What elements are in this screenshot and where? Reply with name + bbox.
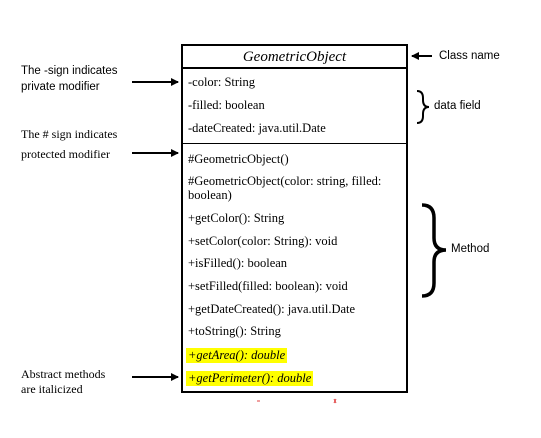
field-date-created: -dateCreated: java.util.Date: [188, 121, 326, 135]
method-to-string: +toString(): String: [188, 324, 281, 338]
method-is-filled: +isFilled(): boolean: [188, 256, 288, 270]
field-color: -color: String: [188, 75, 256, 89]
red-mark: [333, 398, 337, 404]
abstract-note-line-2: are italicized: [21, 382, 83, 396]
method-get-color: +getColor(): String: [188, 211, 285, 225]
field-filled: -filled: boolean: [188, 98, 265, 112]
class-name: GeometricObject: [183, 46, 406, 69]
private-note-line-1: The -sign indicates: [21, 65, 118, 77]
red-mark: [333, 398, 337, 404]
method-constructor-default: #GeometricObject(): [188, 152, 289, 166]
method-constructor-args-text: #GeometricObject(color: string, filled: …: [188, 174, 382, 202]
method-get-perimeter: +getPerimeter(): double: [186, 371, 314, 386]
abstract-methods-note: Abstract methods are italicized: [21, 367, 105, 397]
methods-compartment: #GeometricObject() #GeometricObject(colo…: [183, 144, 406, 391]
data-field-brace: [416, 90, 430, 124]
abstract-note-line-1: Abstract methods: [21, 367, 106, 381]
private-note-line-2: private modifier: [21, 81, 100, 93]
method-set-color: +setColor(color: String): void: [188, 234, 338, 248]
private-modifier-note: The -sign indicates private modifier: [21, 63, 118, 95]
fields-compartment: -color: String -filled: boolean -dateCre…: [183, 69, 406, 144]
protected-note-line-2: protected modifier: [21, 147, 110, 161]
method-constructor-args: #GeometricObject(color: string, filled: …: [188, 174, 393, 202]
method-set-filled: +setFilled(filled: boolean): void: [188, 279, 348, 293]
protected-note-line-1: The # sign indicates: [21, 127, 118, 141]
data-field-label: data field: [434, 100, 481, 112]
method-brace: [421, 203, 447, 298]
method-get-area: +getArea(): double: [186, 348, 288, 363]
protected-modifier-note: The # sign indicates protected modifier: [21, 127, 117, 162]
method-get-date-created: +getDateCreated(): java.util.Date: [188, 302, 356, 316]
class-name-label: Class name: [439, 50, 500, 62]
uml-class-box: GeometricObject -color: String -filled: …: [181, 44, 408, 393]
method-label: Method: [451, 243, 490, 255]
